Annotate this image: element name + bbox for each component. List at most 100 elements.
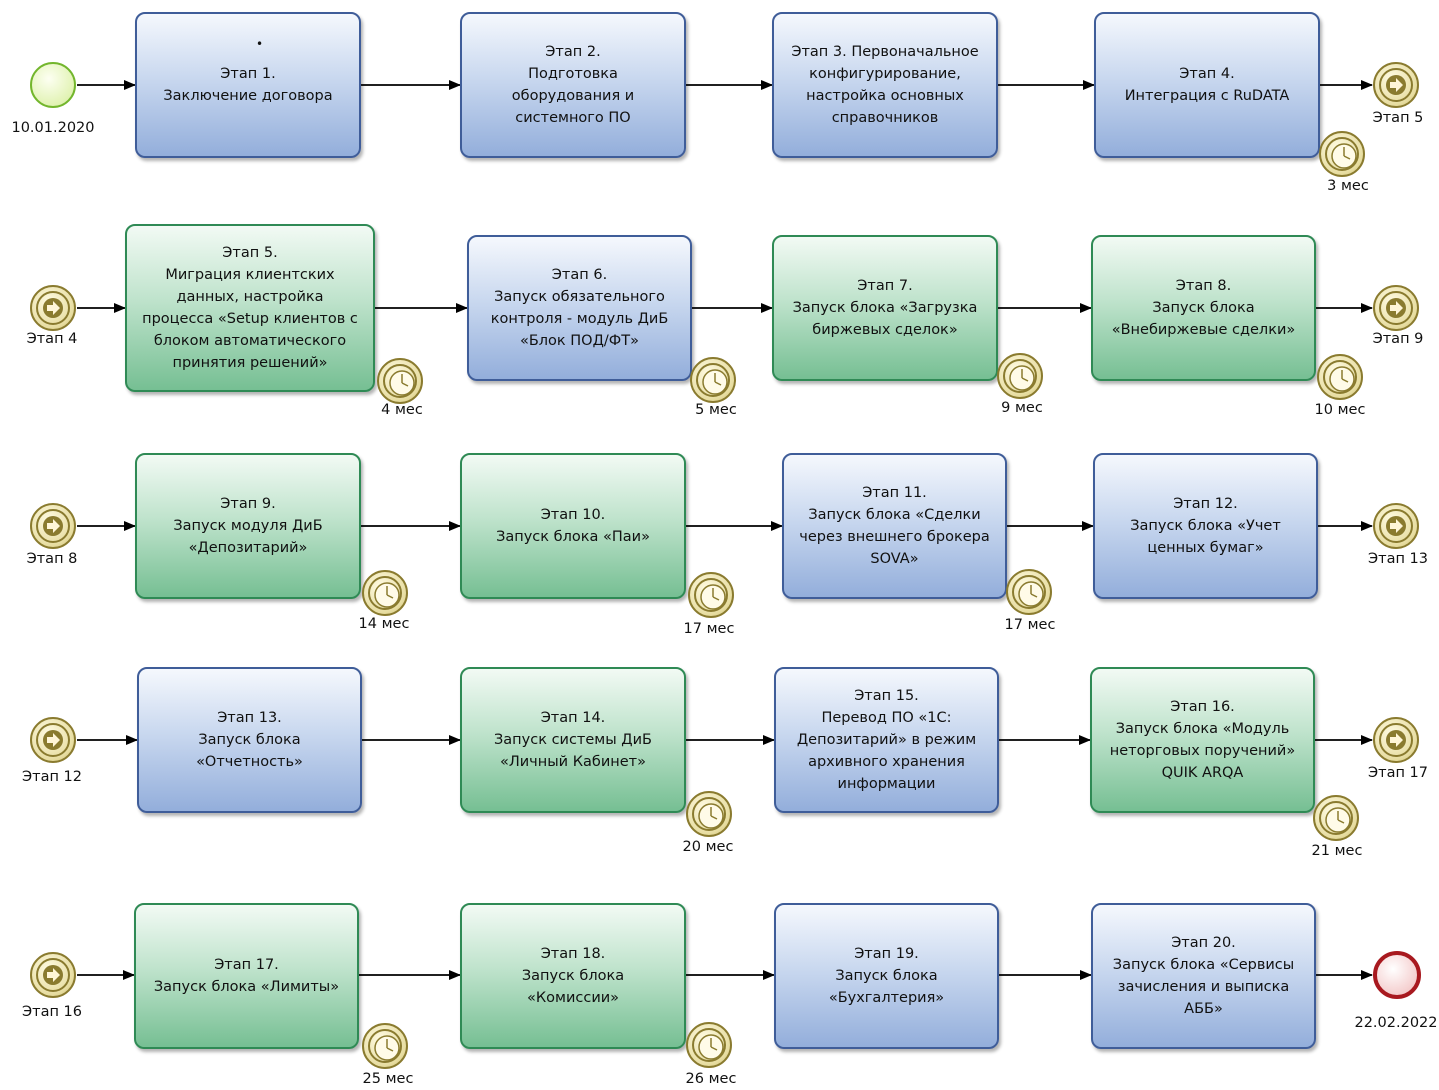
link-event-catch-1[interactable] <box>30 285 76 331</box>
task-stage-14[interactable]: Этап 14. Запуск системы ДиБ «Личный Каби… <box>460 667 686 813</box>
clock-icon <box>374 1035 400 1061</box>
link-event-throw-4[interactable] <box>1373 717 1419 763</box>
task-stage-4-text: Этап 4. Интеграция с RuDATA <box>1124 66 1290 104</box>
link-event-throw-3[interactable] <box>1373 503 1419 549</box>
timer-event-7-label: 17 мес <box>683 621 735 637</box>
link-event-catch-3[interactable] <box>30 717 76 763</box>
task-stage-12[interactable]: Этап 12. Запуск блока «Учет ценных бумаг… <box>1093 453 1318 599</box>
link-event-throw-3-label: Этап 13 <box>1368 551 1428 567</box>
clock-icon <box>1325 807 1351 833</box>
clock-icon <box>1329 366 1355 392</box>
task-stage-10-text: Этап 10. Запуск блока «Паи» <box>496 507 650 545</box>
link-event-catch-4[interactable] <box>30 952 76 998</box>
task-stage-16[interactable]: Этап 16. Запуск блока «Модуль неторговых… <box>1090 667 1315 813</box>
timer-event-7[interactable] <box>688 572 734 618</box>
task-stage-5[interactable]: Этап 5. Миграция клиентских данных, наст… <box>125 224 375 392</box>
arrow-right-icon <box>43 298 63 318</box>
task-stage-9[interactable]: Этап 9. Запуск модуля ДиБ «Депозитарий» <box>135 453 361 599</box>
task-stage-15[interactable]: Этап 15. Перевод ПО «1С: Депозитарий» в … <box>774 667 999 813</box>
link-event-throw-1[interactable] <box>1373 62 1419 108</box>
clock-icon <box>700 584 726 610</box>
timer-event-1-label: 3 мес <box>1327 178 1369 194</box>
task-stage-18[interactable]: Этап 18. Запуск блока «Комиссии» <box>460 903 686 1049</box>
timer-event-6[interactable] <box>362 570 408 616</box>
task-stage-14-text: Этап 14. Запуск системы ДиБ «Личный Каби… <box>493 710 652 770</box>
arrow-right-icon <box>1386 516 1406 536</box>
timer-event-5[interactable] <box>1317 354 1363 400</box>
arrow-right-icon <box>43 730 63 750</box>
link-event-catch-3-label: Этап 12 <box>22 769 82 785</box>
link-event-throw-2[interactable] <box>1373 285 1419 331</box>
task-stage-20[interactable]: Этап 20. Запуск блока «Сервисы зачислени… <box>1091 903 1316 1049</box>
start-event <box>30 62 76 108</box>
clock-icon <box>1018 581 1044 607</box>
timer-event-5-label: 10 мес <box>1314 402 1366 418</box>
timer-event-6-label: 14 мес <box>358 616 410 632</box>
task-stage-17[interactable]: Этап 17. Запуск блока «Лимиты» <box>134 903 359 1049</box>
task-stage-1-text: Этап 1. Заключение договора <box>163 66 333 104</box>
task-stage-3-text: Этап 3. Первоначальное конфигурирование,… <box>791 44 979 126</box>
task-stage-3[interactable]: Этап 3. Первоначальное конфигурирование,… <box>772 12 998 158</box>
clock-icon <box>374 582 400 608</box>
arrow-right-icon <box>43 516 63 536</box>
end-event <box>1373 951 1421 999</box>
timer-event-2[interactable] <box>377 358 423 404</box>
arrow-right-icon <box>1386 298 1406 318</box>
task-stage-2[interactable]: Этап 2. Подготовка оборудования и систем… <box>460 12 686 158</box>
link-event-catch-4-label: Этап 16 <box>22 1004 82 1020</box>
task-stage-5-text: Этап 5. Миграция клиентских данных, наст… <box>142 245 358 371</box>
task-stage-7-text: Этап 7. Запуск блока «Загрузка биржевых … <box>792 278 978 338</box>
timer-event-4-label: 9 мес <box>1001 400 1043 416</box>
arrow-right-icon <box>1386 75 1406 95</box>
timer-event-10[interactable] <box>1313 795 1359 841</box>
arrow-right-icon <box>43 965 63 985</box>
timer-event-11-label: 25 мес <box>362 1071 414 1087</box>
task-stage-17-text: Этап 17. Запуск блока «Лимиты» <box>153 957 340 995</box>
task-stage-19-text: Этап 19. Запуск блока «Бухгалтерия» <box>828 946 945 1006</box>
link-event-catch-2[interactable] <box>30 503 76 549</box>
timer-event-3[interactable] <box>690 357 736 403</box>
timer-event-8-label: 17 мес <box>1004 617 1056 633</box>
timer-event-10-label: 21 мес <box>1311 843 1363 859</box>
timer-event-1[interactable] <box>1319 131 1365 177</box>
task-stage-13-text: Этап 13. Запуск блока «Отчетность» <box>196 710 303 770</box>
marker-dot: • <box>256 37 264 51</box>
task-stage-6[interactable]: Этап 6. Запуск обязательного контроля - … <box>467 235 692 381</box>
task-stage-18-text: Этап 18. Запуск блока «Комиссии» <box>521 946 625 1006</box>
clock-icon <box>702 369 728 395</box>
task-stage-10[interactable]: Этап 10. Запуск блока «Паи» <box>460 453 686 599</box>
timer-event-11[interactable] <box>362 1023 408 1069</box>
task-stage-6-text: Этап 6. Запуск обязательного контроля - … <box>490 267 669 349</box>
timer-event-2-label: 4 мес <box>381 402 423 418</box>
timer-event-3-label: 5 мес <box>695 402 737 418</box>
clock-icon <box>1331 143 1357 169</box>
clock-icon <box>698 1034 724 1060</box>
task-stage-12-text: Этап 12. Запуск блока «Учет ценных бумаг… <box>1130 496 1281 556</box>
clock-icon <box>389 370 415 396</box>
task-stage-19[interactable]: Этап 19. Запуск блока «Бухгалтерия» <box>774 903 999 1049</box>
link-event-throw-2-label: Этап 9 <box>1372 331 1424 347</box>
link-event-throw-4-label: Этап 17 <box>1368 765 1428 781</box>
timer-event-12-label: 26 мес <box>685 1071 737 1087</box>
task-stage-20-text: Этап 20. Запуск блока «Сервисы зачислени… <box>1112 935 1295 1017</box>
task-stage-7[interactable]: Этап 7. Запуск блока «Загрузка биржевых … <box>772 235 998 381</box>
timer-event-12[interactable] <box>686 1022 732 1068</box>
link-event-throw-1-label: Этап 5 <box>1372 110 1424 126</box>
timer-event-4[interactable] <box>997 353 1043 399</box>
task-stage-11[interactable]: Этап 11. Запуск блока «Сделки через внеш… <box>782 453 1007 599</box>
clock-icon <box>698 803 724 829</box>
task-stage-8[interactable]: Этап 8. Запуск блока «Внебиржевые сделки… <box>1091 235 1316 381</box>
task-stage-1[interactable]: Этап 1. Заключение договора <box>135 12 361 158</box>
task-stage-11-text: Этап 11. Запуск блока «Сделки через внеш… <box>799 485 990 567</box>
clock-icon <box>1009 365 1035 391</box>
arrow-right-icon <box>1386 730 1406 750</box>
task-stage-13[interactable]: Этап 13. Запуск блока «Отчетность» <box>137 667 362 813</box>
task-stage-15-text: Этап 15. Перевод ПО «1С: Депозитарий» в … <box>796 688 977 792</box>
task-stage-4[interactable]: Этап 4. Интеграция с RuDATA <box>1094 12 1320 158</box>
timer-event-9[interactable] <box>686 791 732 837</box>
timer-event-8[interactable] <box>1006 569 1052 615</box>
link-event-catch-2-label: Этап 8 <box>26 551 78 567</box>
link-event-catch-1-label: Этап 4 <box>26 331 78 347</box>
timer-event-9-label: 20 мес <box>682 839 734 855</box>
